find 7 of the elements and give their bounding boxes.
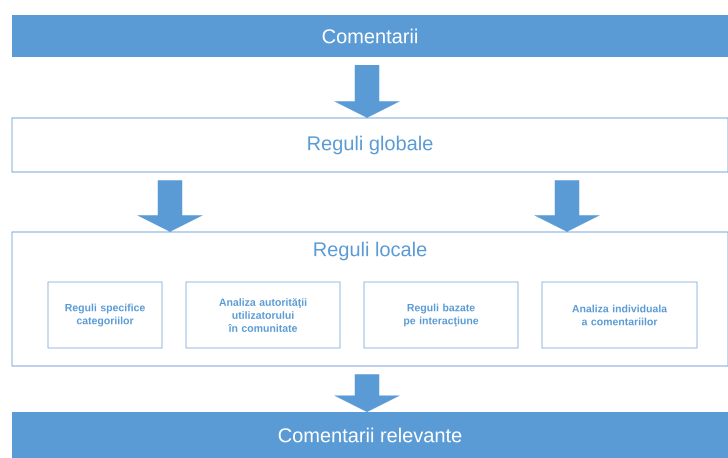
process-box: Reguli globale [12, 118, 728, 172]
banner-box: Comentarii relevante [12, 412, 728, 458]
banner-box: Comentarii [12, 15, 728, 57]
block-arrow [138, 180, 202, 232]
block-arrow [334, 64, 400, 118]
block-arrow [534, 180, 600, 232]
block-arrow [334, 374, 400, 412]
